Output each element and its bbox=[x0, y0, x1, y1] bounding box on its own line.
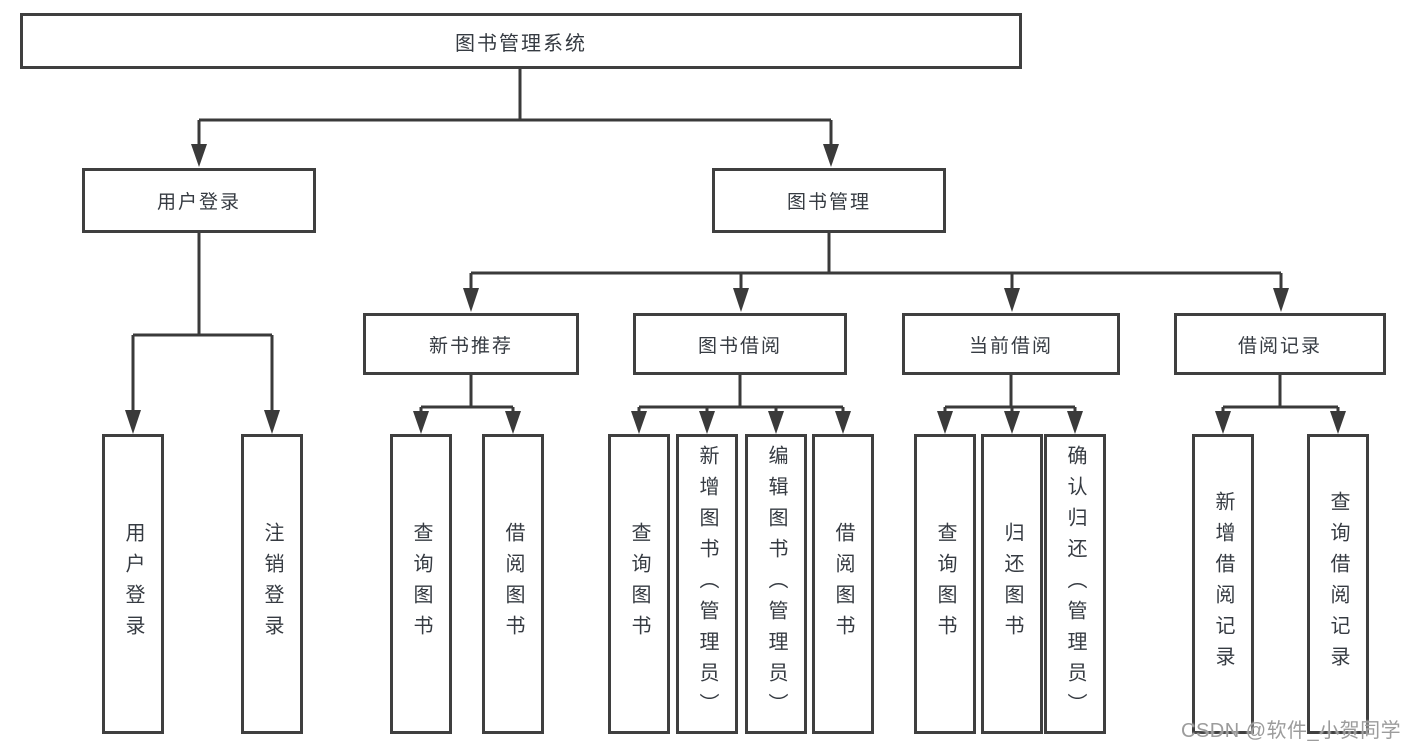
arrowhead-icon bbox=[1004, 411, 1020, 434]
arrowhead-icon bbox=[413, 411, 429, 434]
arrowhead-icon bbox=[1004, 288, 1020, 312]
node-label: 查询图书 bbox=[934, 522, 956, 646]
node-label: 用户登录 bbox=[156, 192, 241, 213]
connector-root bbox=[191, 69, 839, 167]
arrowhead-icon bbox=[1273, 288, 1289, 312]
node-label: 查询图书 bbox=[628, 522, 650, 646]
leaf-return-book: 归还图书 bbox=[981, 434, 1043, 734]
arrowhead-icon bbox=[264, 410, 280, 434]
node-user-login: 用户登录 bbox=[82, 168, 316, 233]
arrowhead-icon bbox=[463, 288, 479, 312]
arrowhead-icon bbox=[125, 410, 141, 434]
node-label: 图书管理系统 bbox=[455, 32, 587, 55]
node-label: 借阅图书 bbox=[502, 522, 524, 646]
connector-book-borrow bbox=[631, 375, 851, 434]
node-label: 图书管理 bbox=[786, 192, 871, 213]
arrowhead-icon bbox=[1215, 411, 1231, 434]
arrowhead-icon bbox=[937, 411, 953, 434]
node-label: 图书借阅 bbox=[697, 335, 782, 357]
leaf-add-borrow-record: 新增借阅记录 bbox=[1192, 434, 1254, 734]
leaf-query-books-borrow: 查询图书 bbox=[608, 434, 670, 734]
arrowhead-icon bbox=[1067, 411, 1083, 434]
arrowhead-icon bbox=[1330, 411, 1346, 434]
node-label: 确认归还（管理员） bbox=[1064, 444, 1086, 724]
connector-book-management bbox=[463, 233, 1289, 312]
leaf-borrow-books: 借阅图书 bbox=[812, 434, 874, 734]
node-label: 查询图书 bbox=[410, 522, 432, 646]
leaf-borrow-books-recommend: 借阅图书 bbox=[482, 434, 544, 734]
node-label: 新增图书（管理员） bbox=[696, 444, 718, 724]
leaf-logout-login: 注销登录 bbox=[241, 434, 303, 734]
node-label: 新书推荐 bbox=[428, 335, 513, 357]
connector-current-borrow bbox=[937, 375, 1083, 434]
arrowhead-icon bbox=[505, 411, 521, 434]
node-label: 借阅图书 bbox=[832, 522, 854, 646]
node-label: 当前借阅 bbox=[968, 335, 1053, 357]
node-label: 注销登录 bbox=[261, 522, 283, 646]
leaf-query-books-current: 查询图书 bbox=[914, 434, 976, 734]
leaf-user-login: 用户登录 bbox=[102, 434, 164, 734]
node-book-management: 图书管理 bbox=[712, 168, 946, 233]
node-label: 查询借阅记录 bbox=[1327, 491, 1349, 677]
arrowhead-icon bbox=[733, 288, 749, 312]
node-label: 新增借阅记录 bbox=[1212, 491, 1234, 677]
leaf-query-books-recommend: 查询图书 bbox=[390, 434, 452, 734]
node-new-book-recommend: 新书推荐 bbox=[363, 313, 579, 375]
leaf-add-book-admin: 新增图书（管理员） bbox=[676, 434, 738, 734]
node-book-borrow: 图书借阅 bbox=[633, 313, 847, 375]
arrowhead-icon bbox=[835, 411, 851, 434]
arrowhead-icon bbox=[699, 411, 715, 434]
node-label: 编辑图书（管理员） bbox=[765, 444, 787, 724]
connector-new-book-recommend bbox=[413, 375, 521, 434]
node-current-borrow: 当前借阅 bbox=[902, 313, 1120, 375]
node-label: 归还图书 bbox=[1001, 522, 1023, 646]
node-label: 用户登录 bbox=[122, 522, 144, 646]
arrowhead-icon bbox=[631, 411, 647, 434]
node-library-system: 图书管理系统 bbox=[20, 13, 1022, 69]
arrowhead-icon bbox=[768, 411, 784, 434]
node-borrow-records: 借阅记录 bbox=[1174, 313, 1386, 375]
connector-user-login bbox=[125, 233, 280, 434]
leaf-confirm-return-admin: 确认归还（管理员） bbox=[1044, 434, 1106, 734]
connector-borrow-records bbox=[1215, 375, 1346, 434]
leaf-edit-book-admin: 编辑图书（管理员） bbox=[745, 434, 807, 734]
leaf-query-borrow-record: 查询借阅记录 bbox=[1307, 434, 1369, 734]
node-label: 借阅记录 bbox=[1237, 335, 1322, 357]
watermark: CSDN @软件_小贺同学 bbox=[1181, 720, 1402, 742]
arrowhead-icon bbox=[191, 144, 207, 167]
arrowhead-icon bbox=[823, 144, 839, 167]
